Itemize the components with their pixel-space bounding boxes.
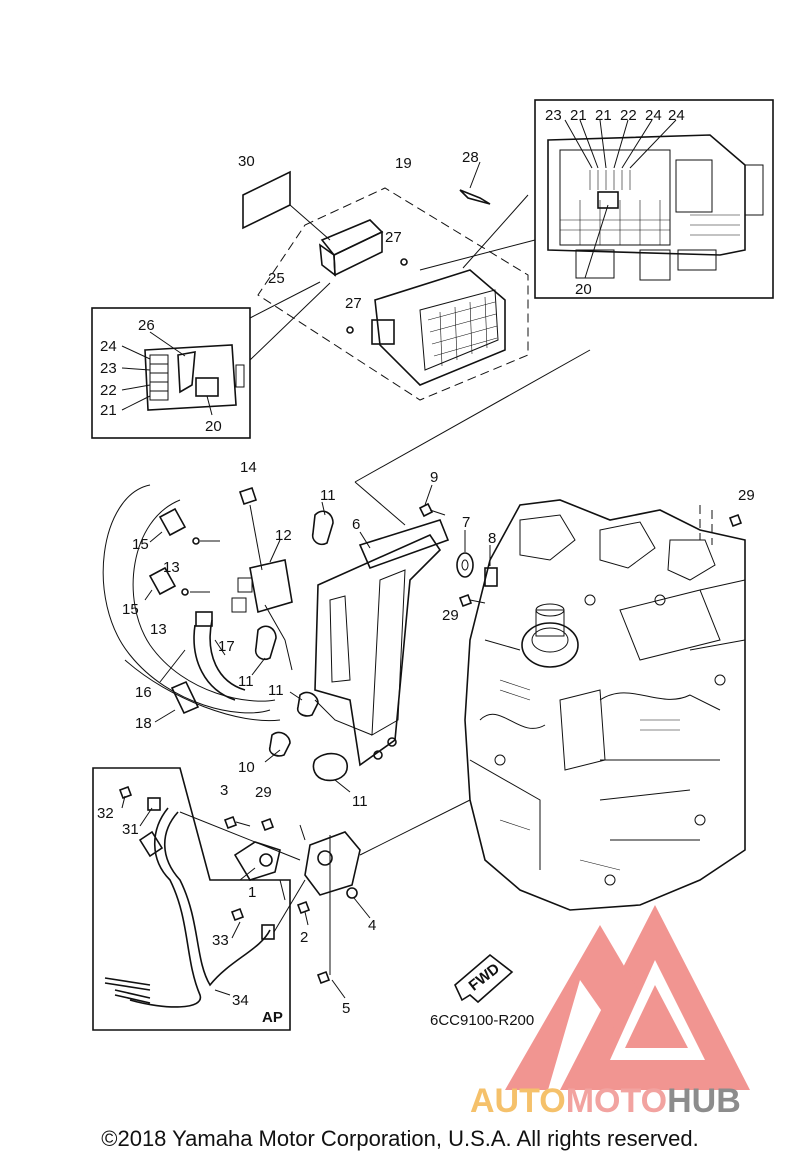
- callout-24-inset-b: 24: [668, 107, 685, 124]
- ecu-detail-inset: [534, 99, 774, 299]
- callout-13-top: 13: [163, 559, 180, 576]
- fwd-marker: FWD: [466, 960, 504, 995]
- callout-27-left: 27: [345, 295, 362, 312]
- callout-34: 34: [232, 992, 249, 1009]
- callout-15-bottom: 15: [122, 601, 139, 618]
- watermark-logo-icon: [505, 905, 750, 1090]
- callout-24-inset-a: 24: [645, 107, 662, 124]
- watermark-brand-moto: MOTO: [566, 1082, 667, 1120]
- callout-9: 9: [430, 469, 438, 486]
- callout-26: 26: [138, 317, 155, 334]
- copyright-footer: ©2018 Yamaha Motor Corporation, U.S.A. A…: [101, 1126, 699, 1151]
- callout-20-fuse: 20: [205, 418, 222, 435]
- engine-block: [464, 499, 746, 911]
- callout-23-inset: 23: [545, 107, 562, 124]
- watermark-brand-hub: HUB: [667, 1082, 741, 1120]
- relay-and-bracket: [231, 486, 450, 793]
- callout-21-fuse: 21: [100, 402, 117, 419]
- ecu-assembly: [242, 161, 536, 401]
- watermark-brand-auto: AUTO: [470, 1082, 566, 1120]
- callout-11-mid: 11: [238, 673, 254, 690]
- callout-5: 5: [342, 1000, 350, 1017]
- callout-11-right: 11: [268, 682, 284, 699]
- callout-2: 2: [300, 929, 308, 946]
- callout-11-bottom: 11: [352, 793, 368, 810]
- callout-8: 8: [488, 530, 496, 547]
- callout-6: 6: [352, 516, 360, 533]
- watermark-brand: AUTOMOTOHUB: [470, 1082, 741, 1120]
- callout-16: 16: [135, 684, 152, 701]
- callout-11-top: 11: [320, 487, 336, 504]
- wire-harness: [102, 484, 281, 723]
- lower-sensor-assembly: [223, 799, 471, 999]
- callout-29-lower: 29: [255, 784, 272, 801]
- small-fasteners: [418, 484, 743, 608]
- callout-22-inset: 22: [620, 107, 637, 124]
- callout-3: 3: [220, 782, 228, 799]
- callout-29-right: 29: [738, 487, 755, 504]
- callout-27-top: 27: [385, 229, 402, 246]
- diagram-code: 6CC9100-R200: [430, 1012, 534, 1029]
- callout-19: 19: [395, 155, 412, 172]
- callout-17: 17: [218, 638, 235, 655]
- callout-13-bottom: 13: [150, 621, 167, 638]
- parts-diagram: 23 21 21 22 24 24 20 19 30 28 27 27 25: [91, 99, 774, 1120]
- callout-23-fuse: 23: [100, 360, 117, 377]
- callout-32: 32: [97, 805, 114, 822]
- callout-1: 1: [248, 884, 256, 901]
- callout-28: 28: [462, 149, 479, 166]
- callout-25: 25: [268, 270, 285, 287]
- callout-22-fuse: 22: [100, 382, 117, 399]
- callout-29-mid: 29: [442, 607, 459, 624]
- callout-21-inset-b: 21: [595, 107, 612, 124]
- callout-12: 12: [275, 527, 292, 544]
- callout-31: 31: [122, 821, 139, 838]
- callout-33: 33: [212, 932, 229, 949]
- callout-21-inset-a: 21: [570, 107, 587, 124]
- callout-20-inset: 20: [575, 281, 592, 298]
- callout-10: 10: [238, 759, 255, 776]
- ap-cable-inset: [92, 767, 306, 1031]
- ap-tag: AP: [262, 1009, 283, 1026]
- callout-7: 7: [462, 514, 470, 531]
- callout-15-top: 15: [132, 536, 149, 553]
- callout-18: 18: [135, 715, 152, 732]
- forward-arrow-icon: [454, 953, 514, 1004]
- fuse-holder-inset: [91, 281, 331, 439]
- callout-30: 30: [238, 153, 255, 170]
- callout-24-fuse: 24: [100, 338, 117, 355]
- callout-4: 4: [368, 917, 376, 934]
- callout-14: 14: [240, 459, 257, 476]
